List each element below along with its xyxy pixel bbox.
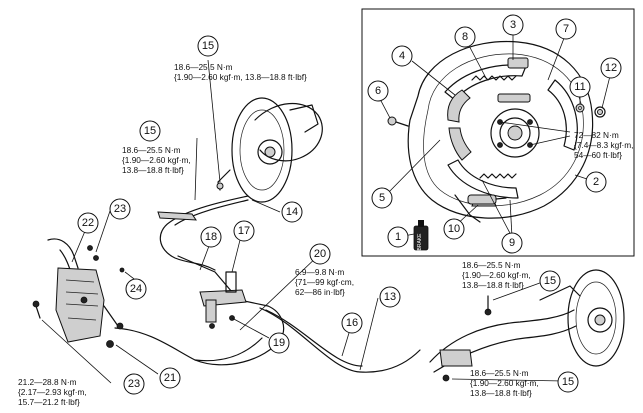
svg-text:7: 7 — [563, 23, 569, 35]
callout-4: 4 — [391, 45, 413, 67]
svg-text:4: 4 — [399, 50, 405, 62]
svg-text:{7.4—8.3 kgf·m,: {7.4—8.3 kgf·m, — [574, 140, 634, 150]
svg-text:6.9—9.8 N·m: 6.9—9.8 N·m — [295, 267, 344, 277]
callout-10: 10 — [443, 218, 465, 240]
callout-6: 6 — [367, 80, 389, 102]
brake-backing-plate-detail: BRAKE — [387, 40, 606, 251]
callout-22: 22 — [77, 212, 99, 234]
svg-text:2: 2 — [593, 176, 599, 188]
svg-text:9: 9 — [509, 237, 515, 249]
svg-text:21.2—28.8 N·m: 21.2—28.8 N·m — [18, 377, 77, 387]
svg-text:{1.90—2.60 kgf·m,: {1.90—2.60 kgf·m, — [462, 270, 531, 280]
svg-text:11: 11 — [574, 81, 585, 93]
cable-equalizer-bracket — [199, 271, 247, 329]
svg-text:19: 19 — [273, 337, 285, 349]
svg-text:13.8—18.8 ft·lbf}: 13.8—18.8 ft·lbf} — [122, 165, 184, 175]
svg-text:54—60 ft·lbf}: 54—60 ft·lbf} — [574, 150, 622, 160]
svg-text:18.6—25.5 N·m: 18.6—25.5 N·m — [470, 368, 529, 378]
bolt-part-6 — [387, 116, 409, 127]
svg-text:23: 23 — [128, 378, 140, 390]
svg-text:16: 16 — [346, 317, 358, 329]
svg-text:22: 22 — [82, 217, 94, 229]
callout-5: 5 — [371, 187, 393, 209]
torque-spec-23: 21.2—28.8 N·m {2.17—2.93 kgf·m, 15.7—21.… — [18, 377, 87, 407]
torque-spec-15-left: 18.6—25.5 N·m {1.90—2.60 kgf·m, 13.8—18.… — [122, 145, 191, 175]
svg-text:18.6—25.5 N·m: 18.6—25.5 N·m — [122, 145, 181, 155]
svg-text:12: 12 — [605, 62, 617, 74]
callout-9: 9 — [501, 232, 523, 254]
svg-text:10: 10 — [448, 223, 460, 235]
svg-text:18: 18 — [205, 231, 217, 243]
svg-text:20: 20 — [314, 248, 326, 260]
callout-12: 12 — [600, 57, 622, 79]
torque-spec-72: 72—82 N·m {7.4—8.3 kgf·m, 54—60 ft·lbf} — [574, 130, 634, 160]
svg-text:18.6—25.5 N·m: 18.6—25.5 N·m — [174, 62, 233, 72]
svg-text:23: 23 — [114, 203, 126, 215]
svg-text:15.7—21.2 ft·lbf}: 15.7—21.2 ft·lbf} — [18, 397, 80, 407]
callout-17: 17 — [233, 220, 255, 242]
callout-7: 7 — [555, 18, 577, 40]
rear-brake-assembly-left — [216, 97, 323, 203]
svg-text:62—86 in·lbf}: 62—86 in·lbf} — [295, 287, 345, 297]
torque-spec-15-right-upper: 18.6—25.5 N·m {1.90—2.60 kgf·m, 13.8—18.… — [462, 260, 531, 290]
svg-text:13.8—18.8 ft·lbf}: 13.8—18.8 ft·lbf} — [470, 388, 532, 398]
svg-text:5: 5 — [379, 192, 385, 204]
svg-text:1: 1 — [395, 231, 401, 243]
svg-text:15: 15 — [544, 275, 556, 287]
svg-text:15: 15 — [144, 125, 156, 137]
brake-grease-can-part-1: BRAKE — [413, 220, 429, 251]
callout-18: 18 — [200, 226, 222, 248]
svg-text:8: 8 — [462, 31, 468, 43]
rear-brake-assembly-right — [429, 269, 625, 382]
bleeder-part-11 — [575, 103, 585, 113]
callout-8: 8 — [454, 26, 476, 48]
svg-text:13: 13 — [384, 291, 396, 303]
callout-15-right-upper: 15 — [539, 270, 561, 292]
callout-15-right-lower: 15 — [557, 371, 579, 393]
svg-text:72—82 N·m: 72—82 N·m — [574, 130, 619, 140]
svg-text:17: 17 — [238, 225, 250, 237]
svg-text:15: 15 — [562, 376, 574, 388]
svg-text:21: 21 — [164, 372, 176, 384]
callout-1: 1 — [387, 226, 409, 248]
svg-text:15: 15 — [202, 40, 214, 52]
torque-spec-15-right-lower: 18.6—25.5 N·m {1.90—2.60 kgf·m, 13.8—18.… — [470, 368, 539, 398]
svg-text:{2.17—2.93 kgf·m,: {2.17—2.93 kgf·m, — [18, 387, 87, 397]
svg-text:18.6—25.5 N·m: 18.6—25.5 N·m — [462, 260, 521, 270]
svg-text:{71—99 kgf·cm,: {71—99 kgf·cm, — [295, 277, 354, 287]
main-leader-lines — [41, 59, 565, 384]
callout-19: 19 — [268, 332, 290, 354]
svg-text:3: 3 — [510, 19, 516, 31]
can-label: BRAKE — [417, 233, 423, 251]
callout-11: 11 — [569, 76, 591, 98]
svg-text:6: 6 — [375, 85, 381, 97]
callout-3: 3 — [502, 14, 524, 36]
svg-text:24: 24 — [130, 283, 142, 295]
callout-24: 24 — [125, 278, 147, 300]
callout-14: 14 — [281, 201, 303, 223]
callout-15-left: 15 — [139, 120, 161, 142]
parking-brake-cables — [114, 195, 421, 373]
parking-brake-lever — [32, 238, 125, 348]
callout-23-top: 23 — [109, 198, 131, 220]
torque-spec-20: 6.9—9.8 N·m {71—99 kgf·cm, 62—86 in·lbf} — [295, 267, 354, 297]
callout-2: 2 — [585, 171, 607, 193]
svg-text:{1.90—2.60 kgf·m,: {1.90—2.60 kgf·m, — [122, 155, 191, 165]
callout-23-bottom: 23 — [123, 373, 145, 395]
wheel-cylinder-part-10 — [467, 194, 507, 205]
cap-part-12 — [594, 106, 606, 118]
svg-text:13.8—18.8 ft·lbf}: 13.8—18.8 ft·lbf} — [462, 280, 524, 290]
callout-13: 13 — [379, 286, 401, 308]
callout-21: 21 — [159, 367, 181, 389]
svg-text:{1.90—2.60 kgf·m, 13.8—18.8 ft: {1.90—2.60 kgf·m, 13.8—18.8 ft·lbf} — [174, 72, 307, 82]
svg-text:14: 14 — [286, 206, 298, 218]
torque-spec-15-top: 18.6—25.5 N·m {1.90—2.60 kgf·m, 13.8—18.… — [174, 62, 307, 82]
svg-text:{1.90—2.60 kgf·m,: {1.90—2.60 kgf·m, — [470, 378, 539, 388]
callout-15-top: 15 — [197, 35, 219, 57]
callout-20: 20 — [309, 243, 331, 265]
callout-16: 16 — [341, 312, 363, 334]
